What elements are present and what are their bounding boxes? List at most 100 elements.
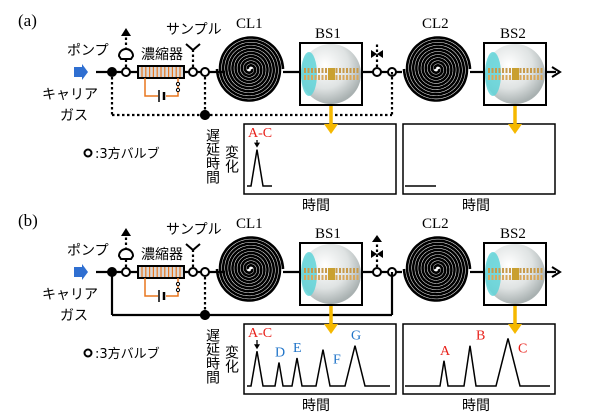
- idt-finger: [537, 275, 539, 280]
- idt-finger: [356, 275, 359, 280]
- idt-finger: [346, 275, 348, 280]
- idt-finger: [353, 75, 355, 80]
- cl2-label: CL2: [422, 216, 449, 232]
- three-way-valve-icon: [188, 267, 198, 277]
- pump-label: ポンプ: [67, 243, 109, 259]
- idt-center: [328, 68, 335, 80]
- idt-finger: [346, 75, 348, 80]
- idt-finger: [304, 268, 306, 273]
- idt-finger: [491, 268, 494, 273]
- ylabel-delay-change: 遅延時間: [204, 128, 220, 185]
- idt-finger: [530, 268, 532, 273]
- three-way-valve-icon: [121, 67, 131, 77]
- idt-finger: [318, 275, 320, 280]
- three-way-valve-icon: [121, 267, 131, 277]
- idt-finger: [311, 68, 313, 73]
- idt-finger: [530, 75, 532, 80]
- bs-sphere-icon: [301, 44, 361, 104]
- idt-finger: [353, 68, 355, 73]
- idt-finger: [523, 268, 525, 273]
- idt-finger: [353, 275, 355, 280]
- peak-label: G: [351, 329, 361, 344]
- idt-finger: [498, 75, 501, 80]
- idt-finger: [321, 75, 324, 80]
- idt-finger: [523, 275, 525, 280]
- carrier-gas-label: キャリア: [42, 87, 98, 103]
- idt-finger: [540, 68, 543, 73]
- bs2-label: BS2: [500, 226, 526, 242]
- idt-finger: [321, 268, 324, 273]
- carrier-gas-arrow-icon: [74, 64, 88, 80]
- idt-finger: [519, 268, 522, 273]
- idt-finger: [540, 75, 543, 80]
- sphere-cyan-cap: [301, 52, 317, 96]
- idt-finger: [349, 275, 352, 280]
- idt-finger: [349, 268, 352, 273]
- idt-finger: [509, 68, 511, 73]
- bs2-response-plot: [402, 123, 556, 195]
- junction-dot: [200, 310, 210, 320]
- idt-finger: [505, 68, 508, 73]
- idt-finger: [519, 75, 522, 80]
- idt-finger: [307, 75, 310, 80]
- sphere-cyan-cap: [301, 252, 317, 296]
- idt-finger: [498, 68, 501, 73]
- switch-contact: [175, 81, 181, 87]
- xlabel-time: 時間: [302, 198, 330, 214]
- xlabel-time: 時間: [302, 398, 330, 414]
- carrier-gas-label-2: ガス: [60, 308, 88, 324]
- exhaust-arrow-icon: [121, 228, 131, 236]
- column-spiral: [402, 36, 472, 102]
- idt-finger: [335, 275, 338, 280]
- idt-finger: [346, 68, 348, 73]
- idt-finger: [356, 268, 359, 273]
- idt-finger: [318, 68, 320, 73]
- pump-icon: [117, 248, 135, 260]
- idt-finger: [325, 75, 327, 80]
- legend-label: :3方バルブ: [95, 146, 160, 162]
- three-way-valve-icon: [200, 67, 210, 77]
- xlabel-time-2: 時間: [462, 398, 490, 414]
- idt-finger: [526, 75, 529, 80]
- sample-inlet-icon: [185, 243, 201, 252]
- pump-label: ポンプ: [67, 43, 109, 59]
- idt-finger: [314, 275, 317, 280]
- idt-finger: [311, 275, 313, 280]
- idt-finger: [318, 75, 320, 80]
- idt-finger: [537, 268, 539, 273]
- idt-finger: [321, 68, 324, 73]
- idt-finger: [488, 275, 490, 280]
- heater-circuit: [144, 278, 179, 297]
- idt-finger: [488, 268, 490, 273]
- idt-finger: [307, 268, 310, 273]
- idt-finger: [342, 68, 345, 73]
- switch-contact: [175, 87, 181, 93]
- bs2-response-plot: [402, 323, 556, 395]
- idt-finger: [304, 68, 306, 73]
- legend-valve-icon: [83, 348, 93, 358]
- idt-finger: [495, 75, 497, 80]
- idt-finger: [335, 68, 338, 73]
- peak-marker-arrowhead-icon: [254, 142, 260, 148]
- idt-finger: [314, 68, 317, 73]
- idt-center: [328, 268, 335, 280]
- idt-finger: [342, 275, 345, 280]
- idt-finger: [491, 75, 494, 80]
- idt-finger: [325, 68, 327, 73]
- idt-finger: [491, 68, 494, 73]
- idt-finger: [311, 268, 313, 273]
- idt-finger: [339, 75, 341, 80]
- peak-marker-arrowhead-icon: [254, 344, 260, 350]
- three-way-valve-icon: [372, 267, 382, 277]
- outlet-arrow-icon: [551, 266, 562, 278]
- idt-finger: [335, 268, 338, 273]
- panel-label: (b): [18, 211, 38, 230]
- bs2-label: BS2: [500, 26, 526, 42]
- peak-label: C: [518, 341, 527, 356]
- idt-finger: [349, 75, 352, 80]
- idt-finger: [540, 268, 543, 273]
- idt-finger: [335, 75, 338, 80]
- idt-finger: [353, 268, 355, 273]
- idt-finger: [488, 68, 490, 73]
- idt-finger: [356, 68, 359, 73]
